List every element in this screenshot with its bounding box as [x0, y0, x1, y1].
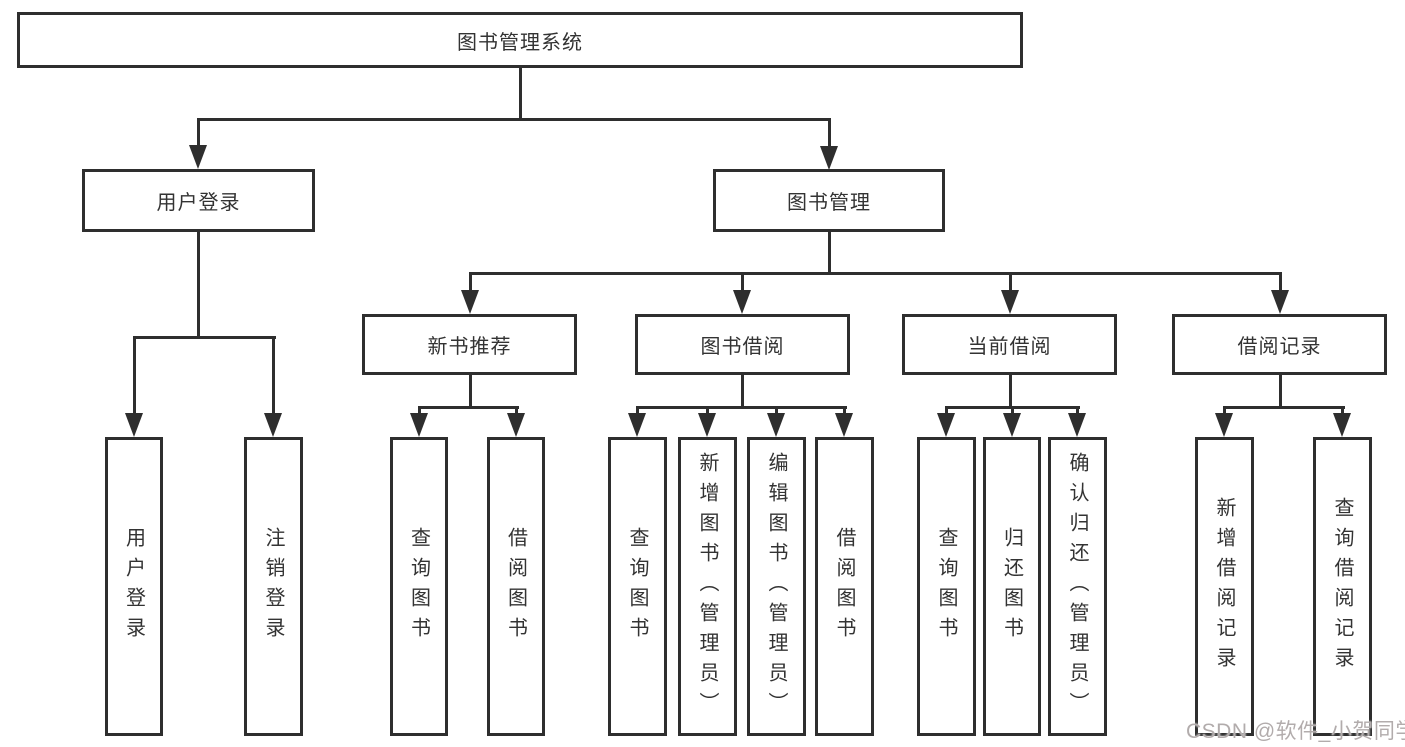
- arrowhead-bb-add: [698, 413, 716, 437]
- arrowhead-bb-borrow: [835, 413, 853, 437]
- node-borrow-records: 借阅记录: [1172, 314, 1387, 375]
- leaf-borrow-query-book-label: 查询图书: [626, 526, 648, 647]
- leaf-query-borrow-record-label: 查询借阅记录: [1331, 496, 1353, 677]
- leaf-add-borrow-record: 新增借阅记录: [1195, 437, 1254, 736]
- node-borrow-records-label: 借阅记录: [1237, 336, 1322, 358]
- connector-stem-current-borrow: [1009, 272, 1012, 292]
- connector-stem-bb-borrow: [843, 406, 846, 415]
- node-new-book-recommend: 新书推荐: [362, 314, 577, 375]
- leaf-user-login-label: 用户登录: [122, 526, 145, 647]
- node-current-borrow-label: 当前借阅: [967, 336, 1052, 358]
- connector-current-drop: [1009, 375, 1012, 406]
- connector-stem-book-management: [828, 118, 831, 146]
- arrowhead-current-borrow: [1001, 290, 1019, 314]
- leaf-logout-label: 注销登录: [262, 526, 284, 647]
- leaf-recommend-borrow-book-label: 借阅图书: [504, 526, 527, 647]
- leaf-return-book: 归还图书: [983, 437, 1041, 736]
- arrowhead-borrow-records: [1271, 290, 1289, 314]
- node-user-login-label: 用户登录: [156, 192, 241, 214]
- leaf-recommend-borrow-book: 借阅图书: [487, 437, 545, 736]
- arrowhead-book-borrow: [733, 290, 751, 314]
- connector-book-borrow-drop: [741, 375, 744, 406]
- connector-stem-br-add: [1223, 406, 1226, 415]
- leaf-add-book-admin: 新增图书（管理员）: [678, 437, 737, 736]
- leaf-borrow-query-book: 查询图书: [608, 437, 667, 736]
- leaf-current-query-book: 查询图书: [917, 437, 976, 736]
- arrowhead-cb-return: [1003, 413, 1021, 437]
- connector-stem-cb-query: [945, 406, 948, 415]
- leaf-add-book-admin-label: 新增图书（管理员）: [696, 451, 718, 722]
- connector-stem-user-login: [197, 118, 200, 146]
- arrowhead-recommend-query: [410, 413, 428, 437]
- arrowhead-br-query: [1333, 413, 1351, 437]
- node-book-borrow: 图书借阅: [635, 314, 850, 375]
- node-new-book-recommend-label: 新书推荐: [427, 336, 512, 358]
- leaf-confirm-return-admin-label: 确认归还（管理员）: [1066, 451, 1088, 722]
- connector-level3-bus: [469, 272, 1282, 275]
- leaf-borrow-borrow-book-label: 借阅图书: [833, 526, 855, 647]
- arrowhead-cb-confirm: [1068, 413, 1086, 437]
- connector-book-management-drop: [828, 232, 831, 272]
- leaf-logout: 注销登录: [244, 437, 303, 736]
- connector-stem-bb-add: [706, 406, 709, 415]
- arrowhead-bb-query: [628, 413, 646, 437]
- node-root: 图书管理系统: [17, 12, 1023, 68]
- connector-recommend-drop: [469, 375, 472, 406]
- connector-stem-leaf-logout: [272, 336, 275, 414]
- arrowhead-cb-query: [937, 413, 955, 437]
- leaf-add-borrow-record-label: 新增借阅记录: [1213, 496, 1235, 677]
- connector-stem-bb-query: [636, 406, 639, 415]
- connector-stem-new-book-recommend: [469, 272, 472, 292]
- connector-records-bus: [1223, 406, 1345, 409]
- leaf-confirm-return-admin: 确认归还（管理员）: [1048, 437, 1107, 736]
- node-current-borrow: 当前借阅: [902, 314, 1117, 375]
- connector-recommend-bus: [418, 406, 519, 409]
- node-book-management-label: 图书管理: [787, 192, 871, 214]
- connector-stem-borrow-records: [1279, 272, 1282, 292]
- leaf-edit-book-admin-label: 编辑图书（管理员）: [765, 451, 787, 722]
- leaf-edit-book-admin: 编辑图书（管理员）: [747, 437, 806, 736]
- node-book-borrow-label: 图书借阅: [700, 336, 785, 358]
- connector-root-drop: [519, 68, 522, 118]
- connector-stem-recommend-borrow: [515, 406, 518, 415]
- connector-stem-br-query: [1341, 406, 1344, 415]
- connector-stem-cb-return: [1011, 406, 1014, 415]
- node-root-label: 图书管理系统: [457, 31, 583, 54]
- arrowhead-new-book-recommend: [461, 290, 479, 314]
- connector-stem-cb-confirm: [1076, 406, 1079, 415]
- connector-stem-book-borrow: [741, 272, 744, 292]
- connector-stem-recommend-query: [418, 406, 421, 415]
- leaf-recommend-query-book-label: 查询图书: [407, 526, 430, 647]
- leaf-user-login: 用户登录: [105, 437, 163, 736]
- connector-book-borrow-bus: [636, 406, 847, 409]
- connector-records-drop: [1279, 375, 1282, 406]
- connector-level2-bus: [197, 118, 831, 121]
- connector-stem-bb-edit: [775, 406, 778, 415]
- connector-user-login-bus: [133, 336, 276, 339]
- connector-stem-leaf-login: [133, 336, 136, 414]
- arrowhead-leaf-login: [125, 413, 143, 437]
- leaf-borrow-borrow-book: 借阅图书: [815, 437, 874, 736]
- node-user-login: 用户登录: [82, 169, 315, 232]
- leaf-current-query-book-label: 查询图书: [935, 526, 957, 647]
- leaf-query-borrow-record: 查询借阅记录: [1313, 437, 1372, 736]
- arrowhead-user-login: [189, 145, 207, 169]
- leaf-recommend-query-book: 查询图书: [390, 437, 448, 736]
- arrowhead-bb-edit: [767, 413, 785, 437]
- node-book-management: 图书管理: [713, 169, 945, 232]
- arrowhead-recommend-borrow: [507, 413, 525, 437]
- leaf-return-book-label: 归还图书: [1000, 526, 1023, 647]
- watermark: CSDN @软件_小贺同学: [1186, 720, 1405, 743]
- connector-user-login-drop: [197, 232, 200, 336]
- arrowhead-book-management: [820, 146, 838, 170]
- arrowhead-br-add: [1215, 413, 1233, 437]
- arrowhead-leaf-logout: [264, 413, 282, 437]
